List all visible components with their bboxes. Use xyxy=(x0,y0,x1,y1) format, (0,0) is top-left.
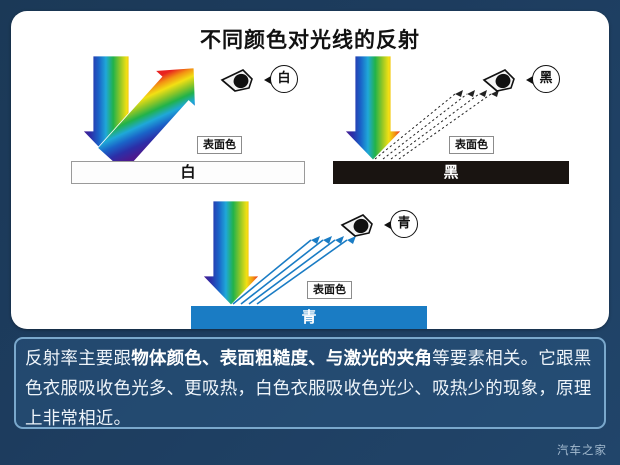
diagram-white: 白 表面色 白 xyxy=(59,51,309,191)
surface-bar-label: 白 xyxy=(180,163,196,181)
eye-icon xyxy=(482,69,515,92)
observer-bubble-blue: 青 xyxy=(390,210,418,238)
incoming-rainbow-arrow-black xyxy=(344,55,402,161)
surface-color-tag-black: 表面色 xyxy=(449,136,494,154)
bubble-tail-black xyxy=(526,76,533,84)
eye-icon xyxy=(340,214,373,237)
surface-color-tag-blue: 表面色 xyxy=(307,281,352,299)
surface-color-tag-label: 表面色 xyxy=(313,283,346,296)
surface-color-tag-white: 表面色 xyxy=(197,136,242,154)
white-diagram-rays xyxy=(82,55,196,173)
reflected-rainbow-arrow-white xyxy=(97,67,196,173)
caption-bold-1: 物体颜色、表面粗糙度、与激光的夹角 xyxy=(131,349,433,369)
observer-bubble-label: 黑 xyxy=(539,71,553,86)
blue-diagram-rays xyxy=(202,200,356,306)
caption-part-1: 反射率主要跟 xyxy=(25,349,132,369)
observer-bubble-label: 白 xyxy=(277,71,291,86)
surface-bar-black: 黑 xyxy=(333,161,569,184)
surface-color-tag-label: 表面色 xyxy=(203,138,236,151)
reflected-dotted-ray-arrowheads-black xyxy=(455,90,499,97)
bubble-tail-white xyxy=(264,76,271,84)
incoming-rainbow-arrow-blue xyxy=(202,200,260,306)
caption-part-2: 等要素相关。它跟黑色衣服吸收色光多、更吸热，白色衣服吸收色光少、吸热少的现象，原… xyxy=(25,349,592,429)
observer-blue: 青 xyxy=(339,210,429,244)
surface-bar-label: 黑 xyxy=(443,163,459,181)
surface-bar-label: 青 xyxy=(301,308,317,326)
reflected-blue-rays xyxy=(232,239,348,305)
surface-bar-blue: 青 xyxy=(191,306,427,329)
observer-bubble-white: 白 xyxy=(270,65,298,93)
surface-bar-white: 白 xyxy=(71,161,305,184)
observer-white: 白 xyxy=(219,65,309,99)
reflected-dotted-rays-black xyxy=(374,93,492,160)
caption-box: 反射率主要跟物体颜色、表面粗糙度、与激光的夹角等要素相关。它跟黑色衣服吸收色光多… xyxy=(14,337,606,429)
content-card: 不同颜色对光线的反射 xyxy=(11,11,609,329)
diagram-black: 黑 表面色 黑 xyxy=(321,51,571,191)
observer-bubble-label: 青 xyxy=(397,216,411,231)
page-title: 不同颜色对光线的反射 xyxy=(200,28,420,52)
surface-color-tag-label: 表面色 xyxy=(455,138,488,151)
observer-black: 黑 xyxy=(481,65,571,99)
observer-bubble-black: 黑 xyxy=(532,65,560,93)
reflected-blue-ray-arrowheads xyxy=(311,236,356,244)
watermark: 汽车之家 xyxy=(557,443,607,457)
diagram-blue: 青 表面色 青 xyxy=(179,196,429,329)
black-diagram-rays xyxy=(344,55,499,161)
eye-icon xyxy=(220,69,253,92)
bubble-tail-blue xyxy=(384,221,391,229)
